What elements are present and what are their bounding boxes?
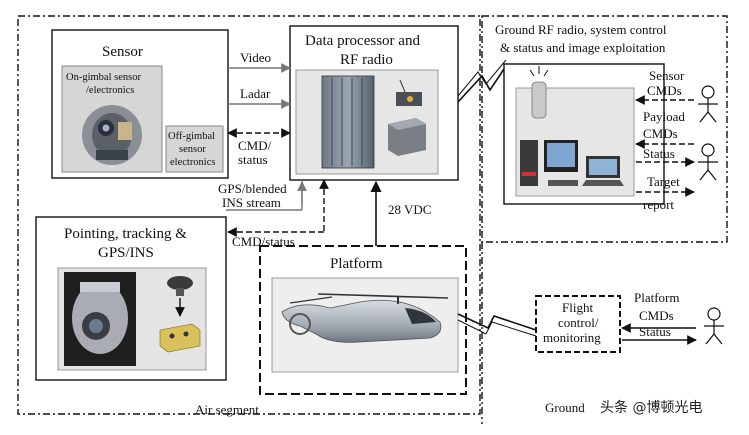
ground-top-label-1: Ground RF radio, system control	[495, 22, 667, 37]
pointing-title-2: GPS/INS	[98, 245, 154, 261]
payload-cmds-label-1: Payload	[643, 109, 685, 124]
gps-antenna-image	[167, 276, 193, 317]
sensor-cmds-label-2: CMDs	[647, 83, 682, 98]
rf-link-platform-2	[457, 319, 537, 337]
on-gimbal-label-2: /electronics	[86, 85, 134, 96]
helicopter-image	[281, 293, 449, 343]
off-gimbal-panel	[165, 125, 224, 173]
off-gimbal-label-1: Off-gimbal	[168, 131, 215, 142]
ladar-label: Ladar	[240, 86, 271, 101]
data-processor-block: Data processor and RF radio	[289, 25, 459, 181]
platform-title: Platform	[330, 256, 383, 272]
flight-title-2: control/	[558, 315, 599, 330]
air-segment-boundary	[17, 15, 481, 415]
ground-top-label-2: & status and image exploitation	[500, 40, 666, 55]
gps-ins-label-1: GPS/blended	[218, 181, 287, 196]
off-gimbal-label-3: electronics	[170, 157, 215, 168]
server-rack-image	[321, 75, 375, 169]
workstation-image	[520, 140, 624, 186]
processor-title-1: Data processor and	[305, 33, 420, 49]
target-report-label-1: Target	[647, 174, 680, 189]
payload-cmds-label-2: CMDs	[643, 126, 678, 141]
status-1-label: Status	[643, 146, 675, 161]
sensor-cmds-label-1: Sensor	[649, 68, 685, 83]
pointing-title-1: Pointing, tracking &	[64, 226, 187, 242]
rf-link-ground-top	[457, 65, 507, 103]
cmd-status-label-1a: CMD/	[238, 138, 272, 153]
sensor-title: Sensor	[102, 44, 143, 60]
status-2-label: Status	[639, 324, 671, 339]
air-segment-label: Air segment	[195, 402, 259, 417]
ground-antenna-image	[529, 66, 549, 119]
ground-top-segment-boundary	[481, 15, 728, 243]
platform-cmds-label-2: CMDs	[639, 308, 674, 323]
cmd-status-label-1b: status	[238, 152, 268, 167]
flight-title-1: Flight	[562, 300, 593, 315]
gimbal-turret-image	[64, 272, 136, 366]
power-label: 28 VDC	[388, 202, 431, 217]
operator-figure-2	[698, 143, 718, 181]
gps-ins-label-2: INS stream	[222, 195, 281, 210]
flight-control-block: Flight control/ monitoring	[535, 295, 621, 353]
target-report-label-2: report	[643, 197, 674, 212]
ground-bottom-label: Ground	[545, 400, 585, 415]
sensor-block: Sensor On-gimbal sensor /electronics Off…	[51, 29, 229, 179]
off-gimbal-label-2: sensor	[179, 144, 206, 155]
on-gimbal-label-1: On-gimbal sensor	[66, 72, 141, 83]
operator-figure-3	[704, 307, 724, 345]
gimbal-sensor-image	[82, 105, 142, 165]
video-label: Video	[240, 50, 271, 65]
operator-figure-1	[698, 85, 718, 123]
ins-unit-image	[159, 323, 201, 353]
platform-cmds-label-1: Platform	[634, 290, 680, 305]
storage-box-image	[388, 118, 426, 156]
radio-unit-image	[396, 79, 422, 106]
watermark: 头条 @博顿光电	[600, 399, 702, 416]
pointing-tracking-block: Pointing, tracking & GPS/INS	[35, 216, 227, 381]
processor-title-2: RF radio	[340, 52, 393, 68]
flight-title-3: monitoring	[543, 330, 601, 345]
ground-station-block	[503, 63, 665, 205]
platform-block: Platform	[259, 245, 467, 395]
rf-link-platform	[457, 313, 537, 331]
rf-link-ground-top-2	[457, 59, 507, 97]
